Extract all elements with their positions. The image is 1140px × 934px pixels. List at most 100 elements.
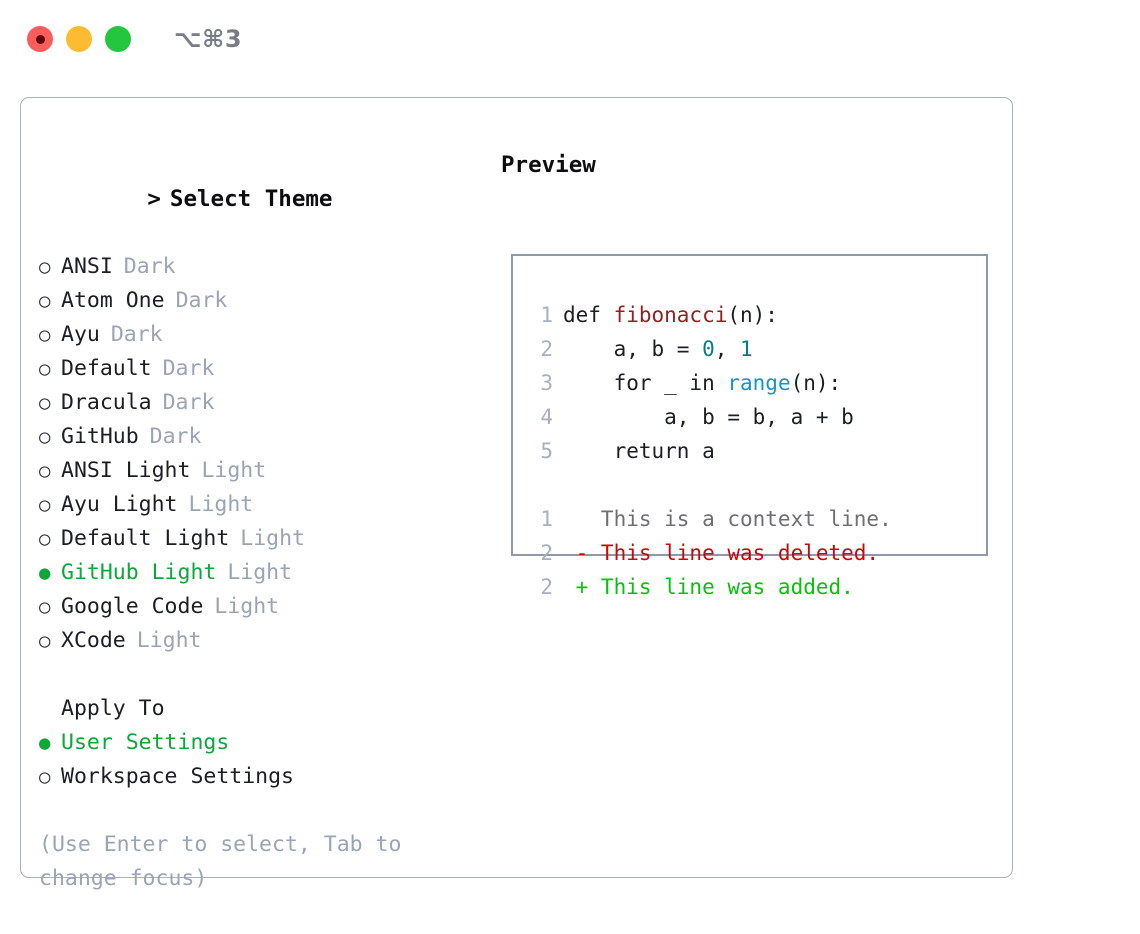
diff-text-del: - This line was deleted.: [563, 541, 880, 565]
theme-option-label: GitHub: [61, 424, 139, 449]
line-number: 1: [540, 303, 553, 327]
recording-core-icon: [35, 34, 45, 44]
radio-unselected-icon: ○: [39, 596, 51, 618]
theme-option-label: Dracula: [61, 390, 152, 415]
theme-variant-badge: Light: [188, 492, 254, 517]
theme-option-label: Default: [61, 356, 152, 381]
code-token-num: 0: [702, 337, 715, 361]
theme-option[interactable]: ○ Default Dark: [39, 352, 479, 386]
theme-variant-badge: Dark: [162, 356, 215, 381]
code-token-plain: a, b = b, a + b: [563, 405, 854, 429]
theme-variant-badge: Dark: [149, 424, 202, 449]
theme-variant-badge: Dark: [110, 322, 163, 347]
line-number: 1: [540, 507, 553, 531]
code-token-plain: return a: [563, 439, 715, 463]
line-number: 5: [540, 439, 553, 463]
theme-variant-badge: Light: [240, 526, 306, 551]
code-token-num: 1: [740, 337, 753, 361]
theme-option-label: Default Light: [61, 526, 230, 551]
theme-option-label: Ayu Light: [61, 492, 178, 517]
theme-option[interactable]: ○ Ayu Light Light: [39, 488, 479, 522]
code-token-plain: for _ in: [563, 371, 728, 395]
theme-variant-badge: Dark: [175, 288, 228, 313]
code-token-plain: ,: [714, 337, 741, 361]
code-token-kw: def: [563, 303, 614, 327]
maximize-icon[interactable]: [105, 26, 131, 52]
code-token-builtin: range: [727, 371, 791, 395]
apply-to-option[interactable]: ● User Settings: [39, 726, 479, 760]
theme-option[interactable]: ○ GitHub Dark: [39, 420, 479, 454]
minimize-icon[interactable]: [66, 26, 92, 52]
apply-to-heading-label: Apply To: [61, 696, 165, 721]
theme-picker-heading: > Select Theme: [39, 148, 479, 250]
theme-option-label: ANSI: [61, 254, 113, 279]
theme-option-label: GitHub Light: [61, 560, 217, 585]
diff-text-add: + This line was added.: [563, 575, 854, 599]
radio-unselected-icon: ○: [39, 494, 51, 516]
apply-to-option-label: User Settings: [61, 730, 230, 755]
theme-option[interactable]: ● GitHub Light Light: [39, 556, 479, 590]
keyboard-hint: (Use Enter to select, Tab to change focu…: [39, 832, 402, 891]
diff-text-ctx: This is a context line.: [563, 507, 892, 531]
code-line: 2 a, b = 0, 1: [527, 332, 892, 366]
theme-variant-badge: Light: [227, 560, 293, 585]
radio-unselected-icon: ○: [39, 630, 51, 652]
theme-variant-badge: Light: [201, 458, 267, 483]
line-number: 2: [540, 541, 553, 565]
apply-to-list: ● User Settings ○Workspace Settings: [39, 726, 479, 794]
traffic-light-group: [27, 26, 131, 52]
line-number: 4: [540, 405, 553, 429]
theme-variant-badge: Dark: [162, 390, 215, 415]
code-token-plain: a, b =: [563, 337, 703, 361]
diff-line: 1 This is a context line.: [527, 502, 892, 536]
section-spacer: [39, 658, 479, 692]
radio-unselected-icon: ○: [39, 426, 51, 448]
code-line: 5 return a: [527, 434, 892, 468]
radio-unselected-icon: ○: [39, 392, 51, 414]
theme-option[interactable]: ○ Ayu Dark: [39, 318, 479, 352]
apply-to-heading-marker: ○: [39, 692, 61, 726]
diff-line: 2 - This line was deleted.: [527, 536, 892, 570]
preview-title: Preview: [501, 152, 596, 178]
theme-option-label: Atom One: [61, 288, 165, 313]
caret-icon: >: [147, 186, 161, 212]
close-recording-icon[interactable]: [27, 26, 53, 52]
radio-unselected-icon: ○: [39, 358, 51, 380]
diff-line: 2 + This line was added.: [527, 570, 892, 604]
code-token-plain: (n):: [790, 371, 842, 395]
radio-selected-icon: ●: [39, 562, 51, 584]
theme-option[interactable]: ○ Atom One Dark: [39, 284, 479, 318]
radio-unselected-icon: ○: [39, 256, 51, 278]
theme-option-label: Ayu: [61, 322, 100, 347]
theme-option-label: ANSI Light: [61, 458, 191, 483]
apply-to-option[interactable]: ○Workspace Settings: [39, 760, 479, 794]
apply-to-option-label: Workspace Settings: [61, 764, 294, 789]
line-number: 2: [540, 337, 553, 361]
radio-selected-icon: ●: [39, 732, 51, 754]
line-number: 2: [540, 575, 553, 599]
apply-to-heading: ○ Apply To: [39, 692, 479, 726]
theme-variant-badge: Light: [136, 628, 202, 653]
theme-option[interactable]: ○ Dracula Dark: [39, 386, 479, 420]
radio-unselected-icon: ○: [39, 324, 51, 346]
theme-option-label: Google Code: [61, 594, 204, 619]
window-title: ⌥⌘3: [174, 25, 243, 53]
theme-picker-heading-label: Select Theme: [169, 186, 333, 212]
code-line: 4 a, b = b, a + b: [527, 400, 892, 434]
radio-unselected-icon: ○: [39, 290, 51, 312]
code-line: 3 for _ in range(n):: [527, 366, 892, 400]
code-blank-line: [527, 468, 892, 502]
